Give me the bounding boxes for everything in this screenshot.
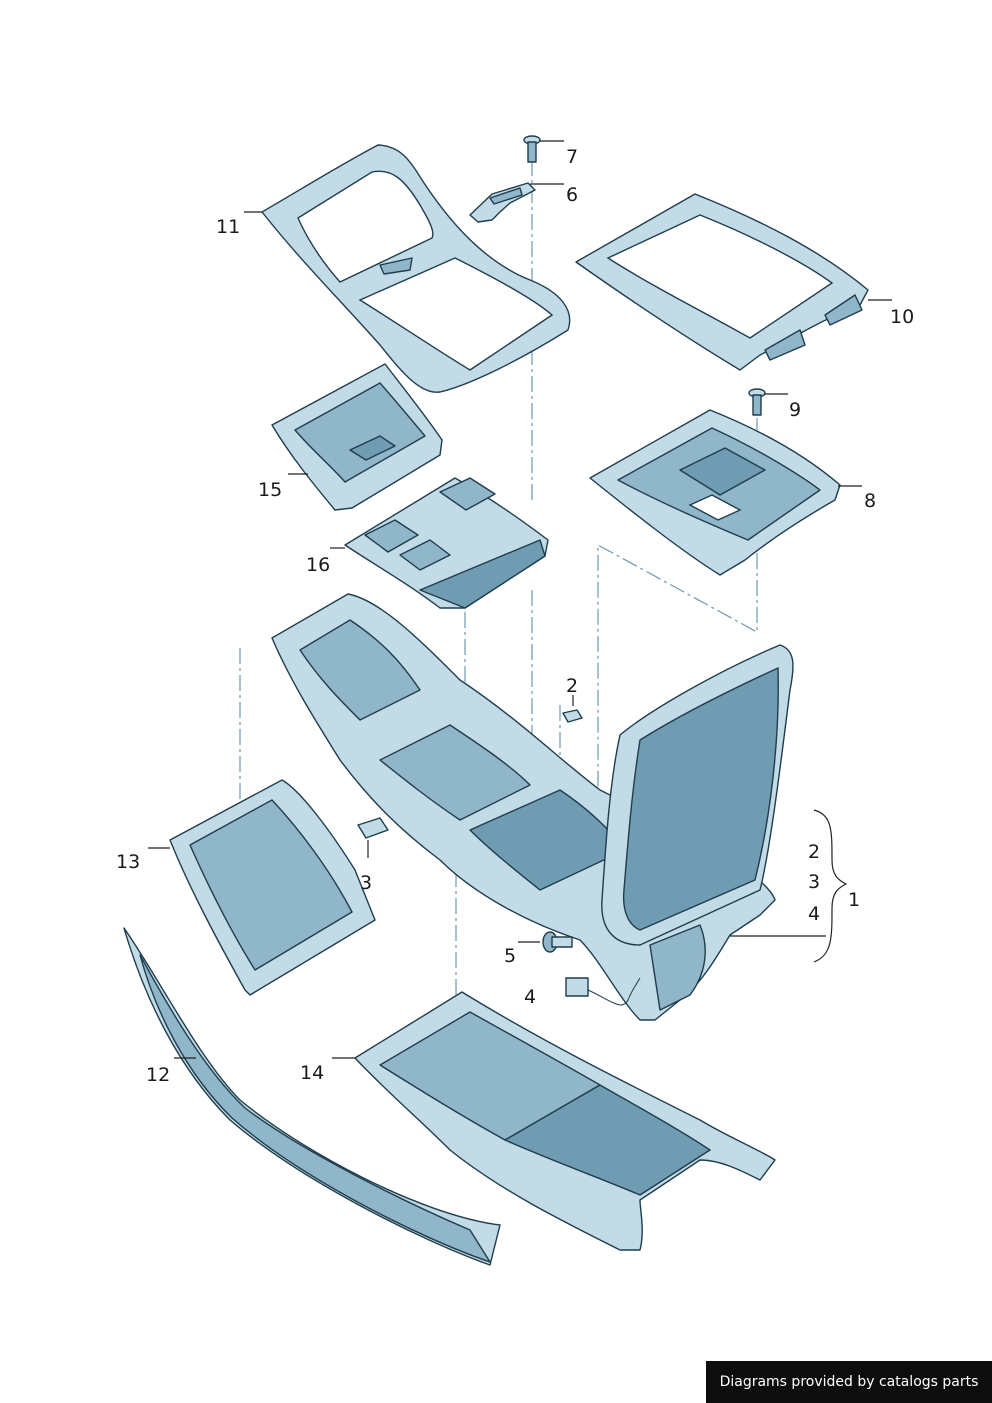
side-trim-part-13	[169, 779, 376, 996]
callout-p8: 8	[864, 490, 876, 512]
lower-panel-part-14	[354, 991, 776, 1251]
insert-tray-part-15	[271, 363, 443, 511]
callout-p1: 1	[848, 889, 860, 911]
cover-frame-part-10	[575, 193, 869, 371]
callout-p16: 16	[306, 554, 330, 576]
bolt-part-5	[542, 931, 573, 953]
callout-p4a: 4	[524, 986, 536, 1008]
callout-p3a: 3	[360, 872, 372, 894]
trim-frame-part-11	[261, 144, 571, 393]
callout-p5: 5	[504, 945, 516, 967]
clip-part-2	[562, 709, 583, 723]
callout-p2b: 2	[808, 841, 820, 863]
storage-tray-part-8	[589, 409, 841, 576]
callout-p4b: 4	[808, 903, 820, 925]
trim-strip-part-12	[123, 927, 501, 1266]
callout-p9: 9	[789, 399, 801, 421]
callout-p15: 15	[258, 479, 282, 501]
callout-p14: 14	[300, 1062, 324, 1084]
bracket-part-6	[469, 182, 536, 223]
switch-panel-part-16	[344, 477, 549, 609]
callout-p2a: 2	[566, 675, 578, 697]
screw-part-7	[523, 135, 541, 163]
leader-lines	[148, 140, 892, 1059]
callout-p6: 6	[566, 184, 578, 206]
callout-p3b: 3	[808, 871, 820, 893]
screw-part-9	[748, 388, 766, 416]
connector-part-4	[565, 977, 641, 1006]
callout-p13: 13	[116, 851, 140, 873]
callout-p12: 12	[146, 1064, 170, 1086]
armrest	[601, 644, 794, 946]
callout-p10: 10	[890, 306, 914, 328]
credit-banner: Diagrams provided by catalogs parts	[706, 1361, 992, 1403]
callout-p7: 7	[566, 146, 578, 168]
callout-p11: 11	[216, 216, 240, 238]
clip-part-3	[357, 817, 389, 839]
callout-labels: 7 6 11 10 9 8 15 16 2 3 2 3 4 1 13 5 4 1…	[116, 146, 914, 1086]
